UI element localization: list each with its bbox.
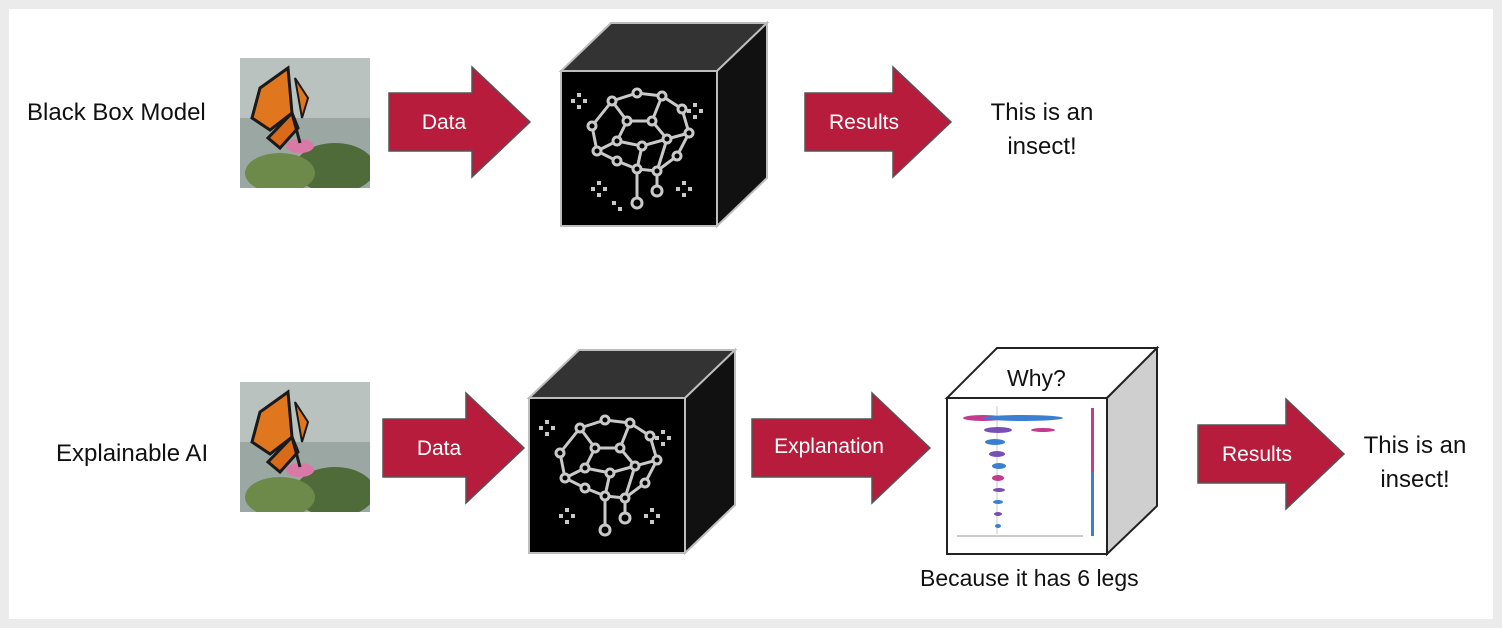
butterfly-image (240, 58, 370, 188)
result-line-2a: This is an (1352, 429, 1478, 463)
result-line-2b: insect! (1352, 463, 1478, 497)
result-text-2: This is an insect! (1352, 429, 1478, 497)
black-box-model-cube (557, 21, 771, 228)
result-line-1a: This is an (979, 96, 1105, 130)
data-arrow-2-label: Data (417, 437, 461, 461)
explanation-arrow-label: Explanation (774, 435, 884, 459)
row-label-explainable-ai: Explainable AI (56, 440, 208, 468)
why-label: Why? (1007, 365, 1066, 392)
row-label-black-box: Black Box Model (27, 99, 206, 127)
result-line-1b: insect! (979, 130, 1105, 164)
explainable-model-cube (525, 348, 739, 555)
explanation-caption: Because it has 6 legs (920, 565, 1139, 592)
result-text-1: This is an insect! (979, 96, 1105, 164)
results-arrow-1-label: Results (829, 111, 899, 135)
data-arrow-1-label: Data (422, 111, 466, 135)
butterfly-image-2 (240, 382, 370, 512)
results-arrow-2-label: Results (1222, 443, 1292, 467)
diagram-canvas: Black Box Model Data (9, 9, 1493, 619)
